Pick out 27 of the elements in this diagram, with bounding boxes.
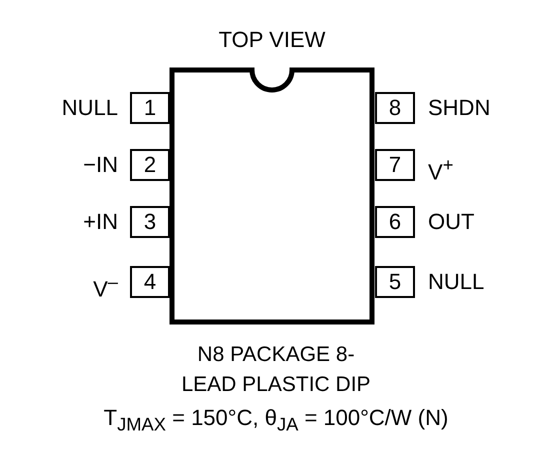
pin-number: 5 xyxy=(388,269,402,295)
pin-number: 4 xyxy=(142,269,158,295)
pin-number: 7 xyxy=(388,152,402,178)
pin-name: −IN xyxy=(83,152,118,178)
pin-box xyxy=(130,266,170,298)
pin-box xyxy=(130,206,170,238)
pin-name: V$^{–}$ xyxy=(93,270,118,302)
pin-number: 6 xyxy=(388,209,402,235)
pin-box xyxy=(130,149,170,181)
pin-name: SHDN xyxy=(428,95,490,121)
pin-number: 8 xyxy=(388,95,402,121)
pin-name: OUT xyxy=(428,209,474,235)
pin-name: V$^{+}$ xyxy=(428,153,454,186)
pin-box xyxy=(375,206,415,238)
pin-box xyxy=(375,266,415,298)
pin-box xyxy=(375,149,415,181)
pin-name: NULL xyxy=(62,95,118,121)
thermal-note: T$_{JMAX}$ = 150°C, θ$_{JA}$ = 100°C/W (N) xyxy=(102,405,450,436)
pin-name: NULL xyxy=(428,269,484,295)
pin-number: 3 xyxy=(142,209,158,235)
package-caption: N8 PACKAGE 8-LEAD PLASTIC DIP xyxy=(180,342,372,398)
pin-name: +IN xyxy=(83,209,118,235)
pin-box xyxy=(375,92,415,124)
pin-number: 2 xyxy=(142,152,158,178)
pin-box xyxy=(130,92,170,124)
pin-number: 1 xyxy=(142,95,158,121)
view-title: TOP VIEW xyxy=(218,27,326,53)
